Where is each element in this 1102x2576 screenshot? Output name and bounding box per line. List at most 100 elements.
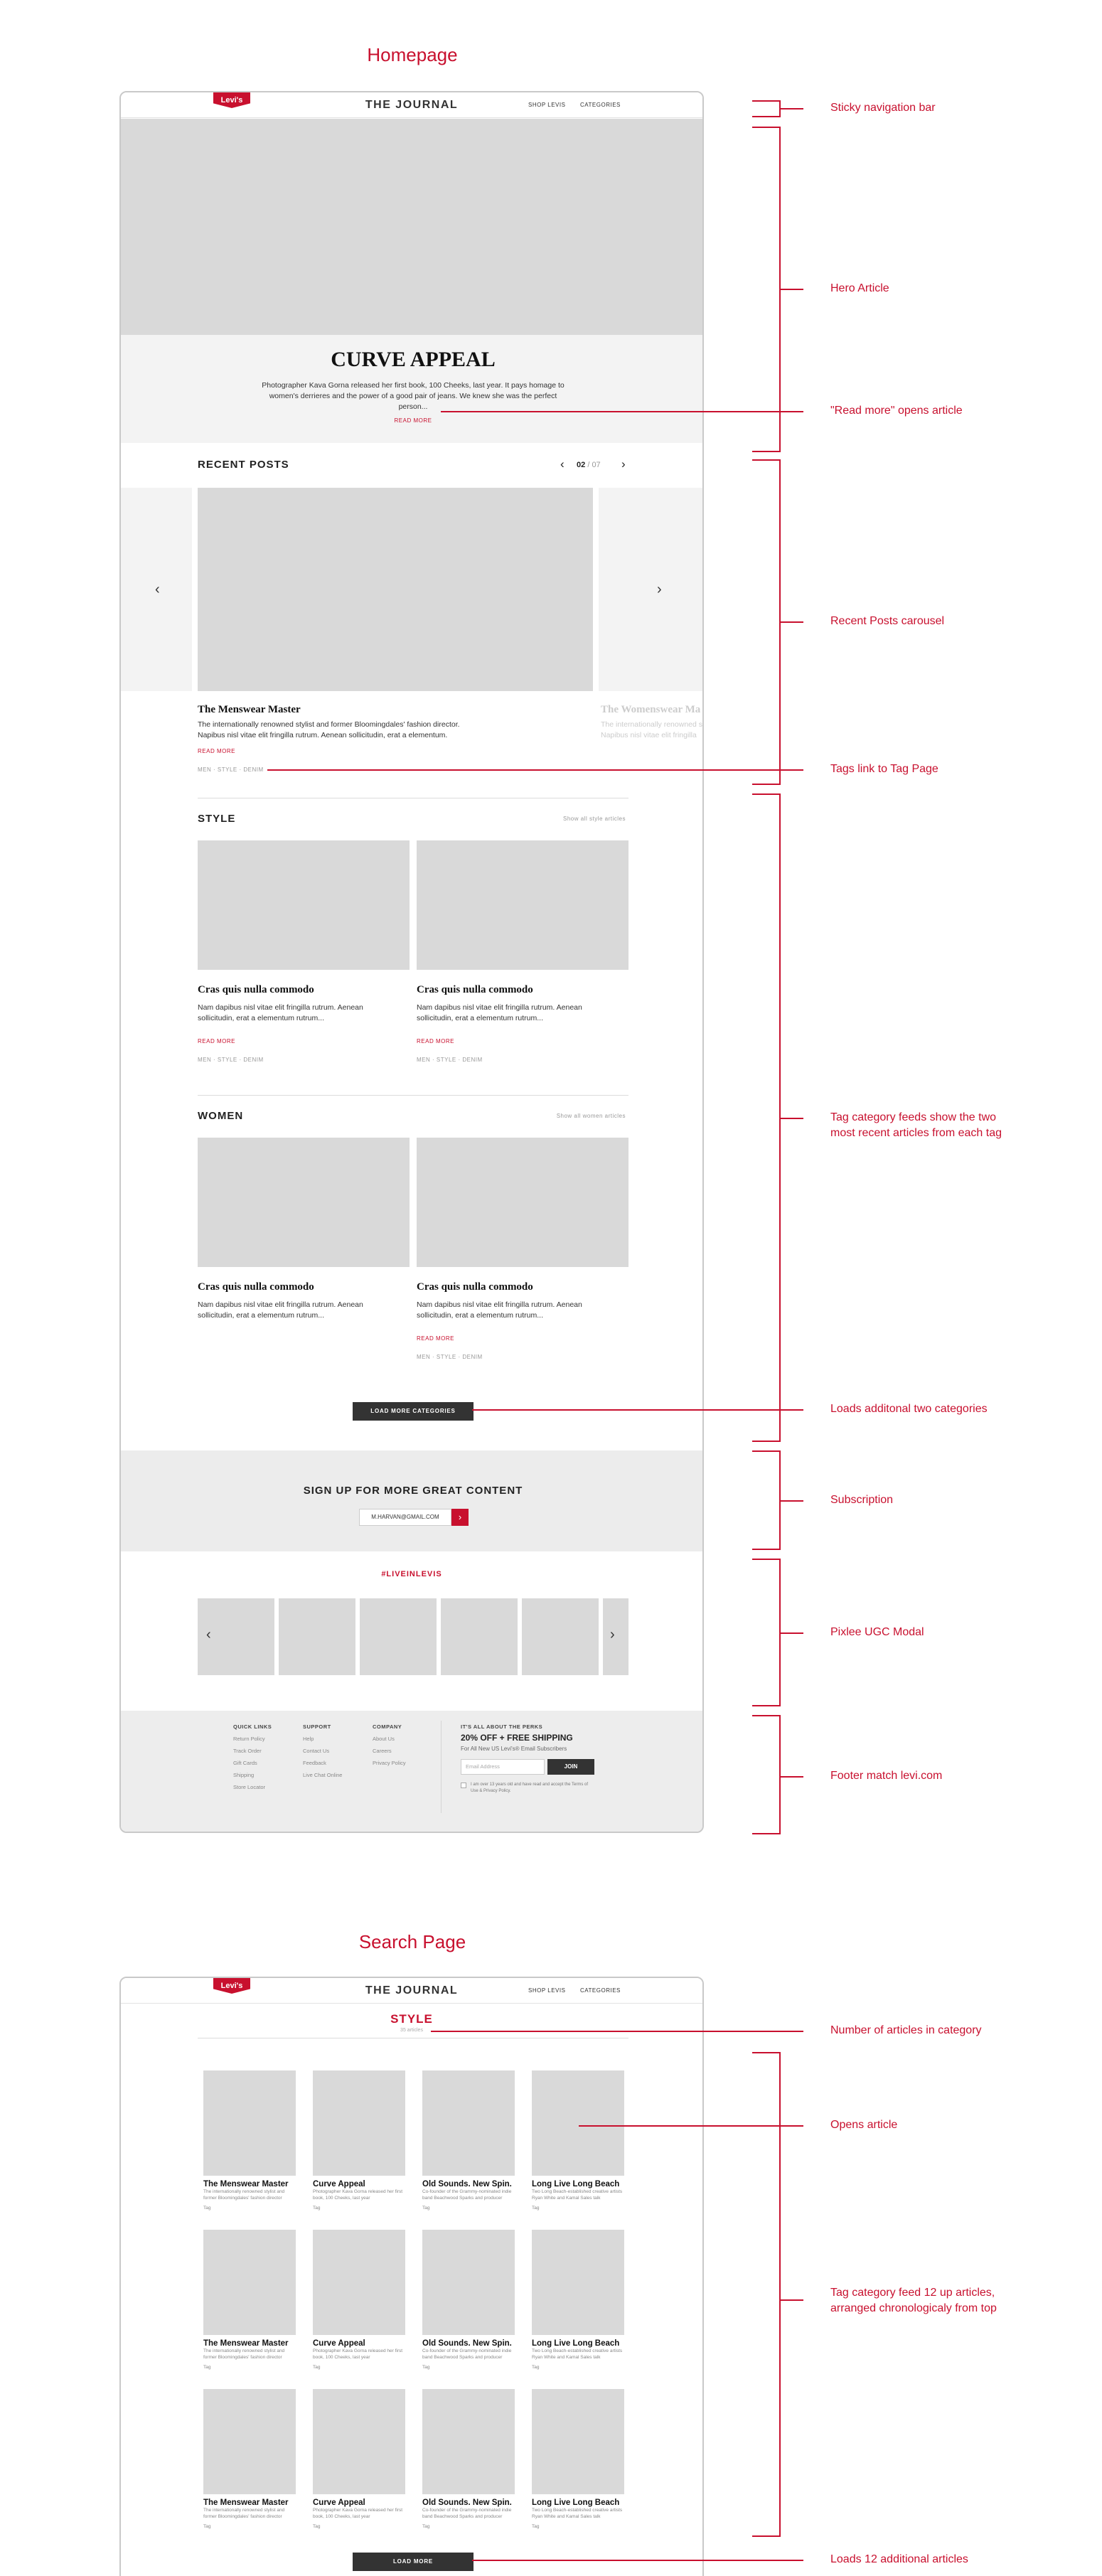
annotation-carousel: Recent Posts carousel	[830, 615, 945, 627]
carousel-next-slide	[599, 488, 702, 691]
women-read-more[interactable]: READ MORE	[417, 1335, 454, 1342]
article-image[interactable]	[203, 2070, 296, 2176]
footer-link[interactable]: About Us	[373, 1736, 395, 1742]
carousel-next-icon[interactable]: ›	[657, 582, 662, 597]
annotation-line	[579, 2125, 803, 2127]
perks-email-input[interactable]: Email Address	[461, 1759, 545, 1775]
annotation-line	[752, 1549, 781, 1550]
article-image[interactable]	[532, 2389, 624, 2494]
style-read-more[interactable]: READ MORE	[198, 1038, 235, 1044]
nav-categories[interactable]: CATEGORIES	[580, 102, 621, 108]
ugc-image[interactable]	[360, 1598, 437, 1675]
women-tags[interactable]: MEN · STYLE · DENIM	[417, 1354, 483, 1360]
women-article-title[interactable]: Cras quis nulla commodo	[198, 1281, 314, 1293]
article-card[interactable]: Old Sounds. New Spin.Co-founder of the G…	[422, 2339, 512, 2370]
article-image[interactable]	[313, 2230, 405, 2335]
article-image[interactable]	[532, 2230, 624, 2335]
divider	[198, 1095, 628, 1096]
ugc-prev-icon[interactable]: ‹	[206, 1627, 211, 1642]
women-article-text: Nam dapibus nisl vitae elit fringilla ru…	[417, 1300, 582, 1320]
nav-categories[interactable]: CATEGORIES	[580, 1987, 621, 1994]
style-read-more[interactable]: READ MORE	[417, 1038, 454, 1044]
nav-shop-levis[interactable]: SHOP LEVIS	[528, 1987, 566, 1994]
footer-quick-links: QUICK LINKS Return Policy Track Order Gi…	[233, 1723, 272, 1790]
article-image[interactable]	[422, 2230, 515, 2335]
article-image[interactable]	[422, 2389, 515, 2494]
terms-checkbox[interactable]	[461, 1783, 466, 1788]
women-show-all[interactable]: Show all women articles	[556, 1113, 626, 1119]
load-more-categories-button[interactable]: LOAD MORE CATEGORIES	[353, 1402, 474, 1421]
footer-link[interactable]: Live Chat Online	[303, 1772, 343, 1778]
annotation-line	[752, 1559, 781, 1560]
style-show-all[interactable]: Show all style articles	[563, 816, 626, 822]
carousel-prev-icon[interactable]: ‹	[155, 582, 160, 597]
article-image[interactable]	[203, 2389, 296, 2494]
article-image[interactable]	[532, 2070, 624, 2176]
footer-link[interactable]: Careers	[373, 1748, 392, 1754]
article-image[interactable]	[313, 2389, 405, 2494]
women-heading: WOMEN	[198, 1110, 244, 1122]
women-article-title[interactable]: Cras quis nulla commodo	[417, 1281, 533, 1293]
style-article-title[interactable]: Cras quis nulla commodo	[417, 984, 533, 995]
footer-link[interactable]: Store Locator	[233, 1784, 266, 1790]
ugc-next-icon[interactable]: ›	[610, 1627, 615, 1642]
footer-link[interactable]: Return Policy	[233, 1736, 265, 1742]
style-article-image[interactable]	[417, 840, 628, 970]
annotation-line	[779, 108, 803, 109]
journal-title[interactable]: THE JOURNAL	[365, 99, 459, 111]
style-article-title[interactable]: Cras quis nulla commodo	[198, 984, 314, 995]
article-image[interactable]	[313, 2070, 405, 2176]
style-article-image[interactable]	[198, 840, 410, 970]
signup-email-input[interactable]: M.HARVAN@GMAIL.COM	[359, 1509, 451, 1526]
ugc-image[interactable]	[441, 1598, 518, 1675]
journal-title[interactable]: THE JOURNAL	[365, 1984, 459, 1997]
recent-tags[interactable]: MEN · STYLE · DENIM	[198, 766, 264, 773]
style-tags[interactable]: MEN · STYLE · DENIM	[417, 1057, 483, 1063]
article-image[interactable]	[203, 2230, 296, 2335]
footer-link[interactable]: Gift Cards	[233, 1760, 257, 1766]
women-article-image[interactable]	[198, 1138, 410, 1267]
annotation-line	[779, 2052, 781, 2537]
ugc-image[interactable]	[603, 1598, 628, 1675]
article-image[interactable]	[422, 2070, 515, 2176]
levis-logo[interactable]: Levi's	[213, 92, 250, 108]
women-article-image[interactable]	[417, 1138, 628, 1267]
annotation-line	[779, 1118, 803, 1119]
carousel-image[interactable]	[198, 488, 593, 691]
recent-post-title[interactable]: The Menswear Master	[198, 704, 301, 715]
article-card[interactable]: Old Sounds. New Spin.Co-founder of the G…	[422, 2498, 512, 2529]
footer-link[interactable]: Track Order	[233, 1748, 262, 1754]
ugc-image[interactable]	[522, 1598, 599, 1675]
footer-link[interactable]: Feedback	[303, 1760, 326, 1766]
annotation-loads12: Loads 12 additional articles	[830, 2553, 968, 2565]
signup-panel: SIGN UP FOR MORE GREAT CONTENT M.HARVAN@…	[121, 1450, 702, 1551]
style-tags[interactable]: MEN · STYLE · DENIM	[198, 1057, 264, 1063]
article-card[interactable]: Old Sounds. New Spin.Co-founder of the G…	[422, 2180, 512, 2211]
load-more-button[interactable]: LOAD MORE	[353, 2553, 474, 2571]
hero-read-more[interactable]: READ MORE	[394, 417, 432, 424]
pager-next-icon[interactable]: ›	[621, 457, 626, 471]
ugc-image[interactable]	[279, 1598, 355, 1675]
footer-link[interactable]: Privacy Policy	[373, 1760, 406, 1766]
hero-image[interactable]	[121, 119, 702, 335]
signup-submit-button[interactable]: ›	[451, 1509, 469, 1526]
footer-link[interactable]: Help	[303, 1736, 314, 1742]
nav-shop-levis[interactable]: SHOP LEVIS	[528, 102, 566, 108]
annotation-line	[779, 1632, 803, 1634]
perks-join-button[interactable]: JOIN	[547, 1759, 594, 1775]
footer-link[interactable]: Shipping	[233, 1772, 255, 1778]
footer-link[interactable]: Contact Us	[303, 1748, 330, 1754]
recent-read-more[interactable]: READ MORE	[198, 748, 235, 754]
levis-logo[interactable]: Levi's	[213, 1978, 250, 1994]
pager-prev-icon[interactable]: ‹	[560, 457, 565, 471]
ugc-image[interactable]	[198, 1598, 274, 1675]
